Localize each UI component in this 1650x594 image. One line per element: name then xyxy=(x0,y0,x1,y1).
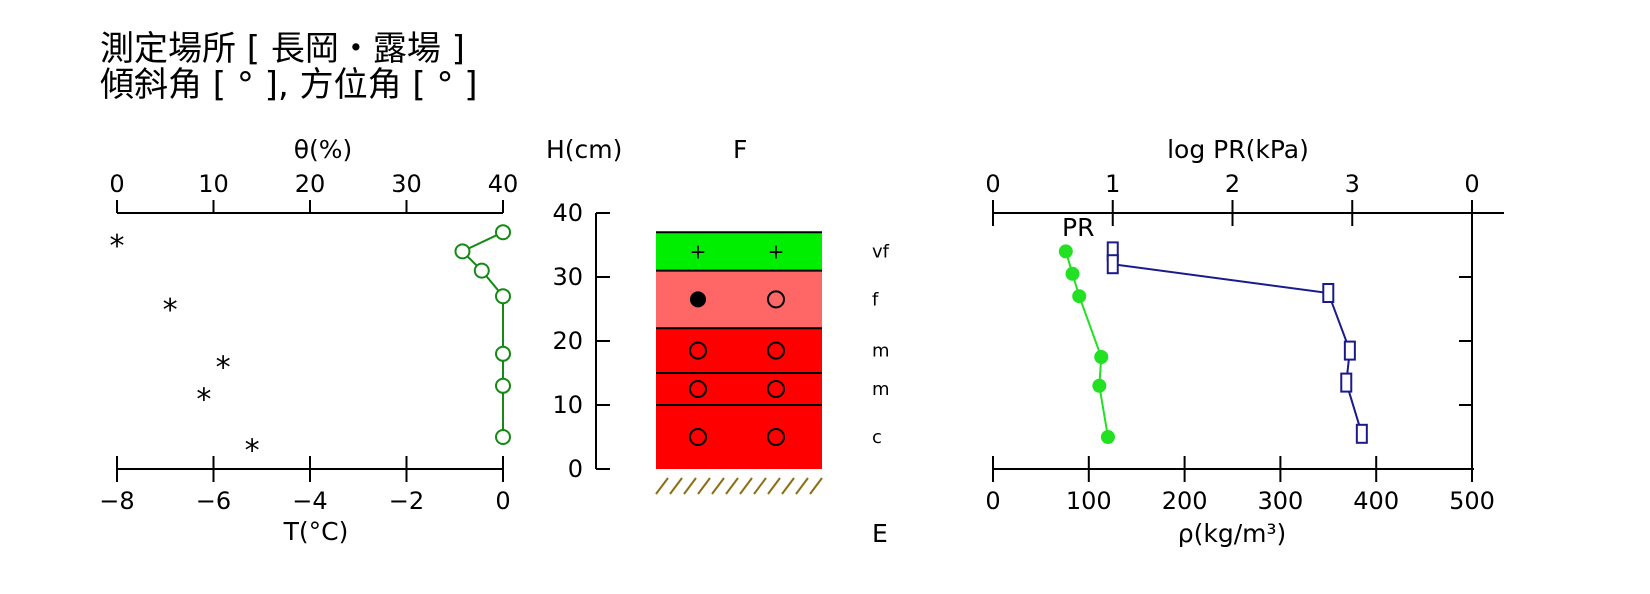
height-tick-label: 30 xyxy=(552,263,583,291)
temperature-tick-label: −6 xyxy=(196,487,231,515)
column-footer-e: E xyxy=(872,519,888,548)
theta-tick-label: 30 xyxy=(391,170,422,198)
hatch-stroke xyxy=(739,477,753,495)
theta-tick-label: 0 xyxy=(109,170,124,198)
pr-annotation: PR xyxy=(1062,213,1094,242)
layer-c xyxy=(656,405,822,469)
log-pr-tick-label: 1 xyxy=(1105,170,1120,198)
density-point xyxy=(1065,266,1080,281)
layer-code-label: m xyxy=(872,341,890,362)
grain-symbol-open xyxy=(767,428,785,446)
right-profile-panel: log PR(kPa) ρ(kg/m³) PR 0 1 2 3 0 0 100 200 300… xyxy=(985,135,1504,548)
grain-symbol-open xyxy=(767,341,785,360)
hatch-stroke xyxy=(725,477,739,495)
pr-point xyxy=(1355,423,1368,444)
temperature-point: * xyxy=(163,293,178,328)
hatch-stroke xyxy=(767,477,781,495)
layer-m xyxy=(656,328,822,373)
density-tick-label: 100 xyxy=(1066,487,1112,515)
layer-f xyxy=(656,270,822,329)
density-point xyxy=(1072,289,1087,304)
header-line-1: 測定場所 [ 長岡・露場 ] xyxy=(100,29,465,69)
temperature-tick-label: −4 xyxy=(292,487,327,515)
height-axis-label: H(cm) xyxy=(546,135,622,164)
theta-tick-label: 10 xyxy=(198,170,229,198)
grain-symbol-plus: + xyxy=(768,239,785,263)
grain-symbol-open xyxy=(689,380,707,398)
density-tick-label: 500 xyxy=(1449,487,1495,515)
temperature-point: * xyxy=(245,434,260,469)
height-tick-label: 20 xyxy=(552,327,583,355)
hatch-stroke xyxy=(809,477,823,495)
log-pr-tick-label: 0 xyxy=(1464,170,1479,198)
layer-code-label: m xyxy=(872,379,890,400)
temperature-tick-label: 0 xyxy=(495,487,510,515)
density-tick-label: 200 xyxy=(1162,487,1208,515)
hatch-stroke xyxy=(697,477,711,495)
pr-point xyxy=(1343,340,1356,361)
height-tick-label: 40 xyxy=(552,199,583,227)
pr-series-line xyxy=(1111,251,1363,435)
temperature-point: * xyxy=(196,382,211,417)
ground-hatch xyxy=(655,477,823,495)
log-pr-tick-label: 2 xyxy=(1225,170,1240,198)
snow-layer-panel: H(cm) F E 0 10 20 30 40 + + vf f mm c xyxy=(546,135,890,548)
height-tick-label: 10 xyxy=(552,391,583,419)
layer-vf xyxy=(656,232,822,271)
header-line-2: 傾斜角 [ ° ], 方位角 [ ° ] xyxy=(100,65,478,105)
density-tick-label: 400 xyxy=(1353,487,1399,515)
density-tick-label: 300 xyxy=(1257,487,1303,515)
theta-point xyxy=(454,243,471,260)
density-point xyxy=(1094,350,1109,364)
layer-code-label: vf xyxy=(872,241,890,262)
grain-symbol-open xyxy=(689,428,707,446)
theta-point xyxy=(495,224,511,241)
grain-symbol-plus: + xyxy=(690,239,707,263)
layer-code-label: f xyxy=(872,289,879,310)
hatch-stroke xyxy=(655,477,669,495)
theta-tick-label: 40 xyxy=(488,170,519,198)
density-tick-label: 0 xyxy=(985,487,1000,515)
pr-point xyxy=(1106,254,1119,275)
log-pr-axis-label: log PR(kPa) xyxy=(1167,135,1309,164)
theta-axis-label: θ(%) xyxy=(294,135,353,164)
log-pr-tick-label: 0 xyxy=(985,170,1000,198)
layer-m xyxy=(656,373,822,405)
density-axis-label: ρ(kg/m³) xyxy=(1178,519,1287,548)
theta-tick-label: 20 xyxy=(295,170,326,198)
grain-symbol-open xyxy=(767,380,785,398)
temperature-tick-label: −2 xyxy=(389,487,424,515)
temperature-tick-label: −8 xyxy=(99,487,134,515)
hatch-stroke xyxy=(711,477,725,495)
temperature-point: * xyxy=(216,350,231,385)
temperature-axis-label: T(°C) xyxy=(283,517,349,546)
hatch-stroke xyxy=(753,477,767,495)
temperature-point: * xyxy=(110,229,125,264)
grain-symbol-open xyxy=(767,290,785,309)
log-pr-tick-label: 3 xyxy=(1345,170,1360,198)
grain-symbol-open xyxy=(689,341,707,360)
height-tick-label: 0 xyxy=(568,455,583,483)
hatch-stroke xyxy=(795,477,809,495)
hatch-stroke xyxy=(683,477,697,495)
column-header-f: F xyxy=(733,135,747,164)
density-point xyxy=(1058,244,1073,259)
hatch-stroke xyxy=(781,477,795,495)
theta-point xyxy=(473,262,490,279)
theta-point xyxy=(495,377,511,394)
theta-point xyxy=(495,288,511,305)
pr-point xyxy=(1340,372,1353,393)
density-point xyxy=(1100,430,1115,444)
theta-point xyxy=(495,345,511,362)
hatch-stroke xyxy=(669,477,683,495)
grain-symbol-filled xyxy=(690,291,706,308)
density-point xyxy=(1092,378,1107,393)
pr-point xyxy=(1322,283,1335,303)
layer-code-label: c xyxy=(872,427,882,448)
theta-point xyxy=(495,429,511,445)
